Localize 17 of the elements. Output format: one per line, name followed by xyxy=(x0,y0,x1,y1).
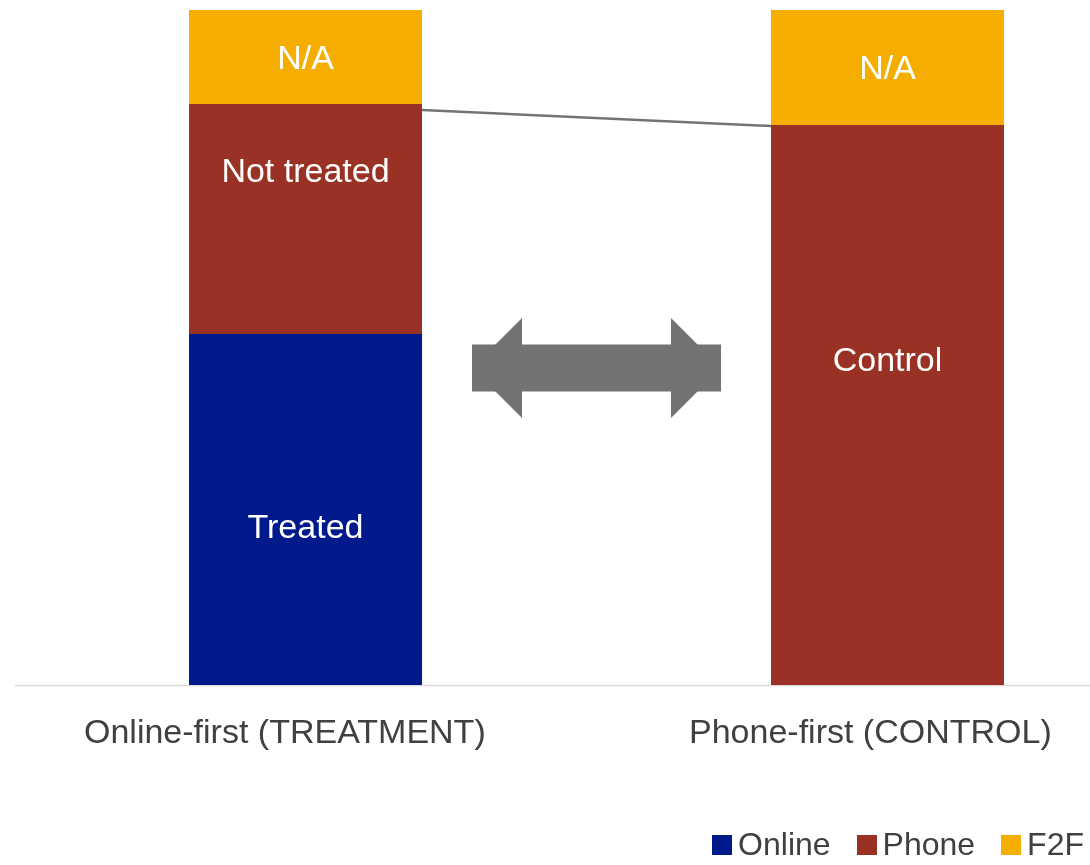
bar-segment xyxy=(189,104,422,334)
legend-label: F2F xyxy=(1027,826,1084,863)
segment-label: Not treated xyxy=(221,150,390,190)
segment-label: Control xyxy=(832,339,943,379)
bar-segment xyxy=(189,10,422,104)
bar-segment xyxy=(771,125,1004,685)
connector-line xyxy=(421,108,772,128)
category-label: Online-first (TREATMENT) xyxy=(84,712,486,751)
bar-segment xyxy=(189,334,422,685)
category-label: Phone-first (CONTROL) xyxy=(689,712,1052,751)
segment-label: N/A xyxy=(277,37,334,77)
segment-label: N/A xyxy=(859,48,916,87)
legend-label: Phone xyxy=(882,826,976,863)
bar-segment xyxy=(771,10,1004,125)
double-arrow xyxy=(472,318,721,418)
segment-label: Treated xyxy=(247,507,364,546)
legend-label: Online xyxy=(738,826,831,863)
